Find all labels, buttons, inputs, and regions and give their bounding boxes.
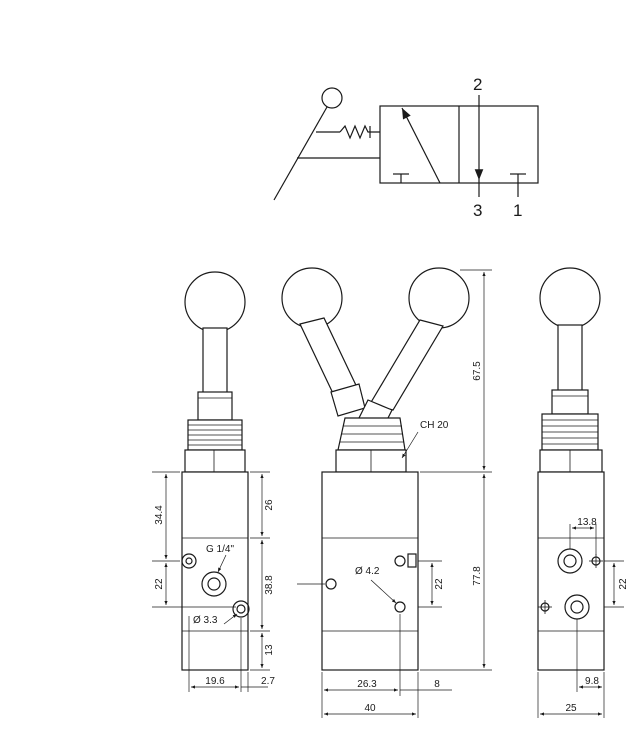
valve-body-middle <box>321 471 419 671</box>
lever-knob-middle-a <box>281 267 343 329</box>
lever-stem-right <box>557 324 583 396</box>
thread-label: G 1/4" <box>206 544 234 555</box>
lever-knob-right <box>539 267 601 329</box>
valve-body-right <box>537 471 605 671</box>
lever-knob-middle-b <box>408 267 470 329</box>
dim-77-8: 77.8 <box>472 566 483 586</box>
dim-26-3: 26.3 <box>357 679 377 690</box>
dim-34-4: 34.4 <box>154 505 165 525</box>
ch20-label: CH 20 <box>420 420 449 431</box>
pneumatic-symbol: 2 3 1 <box>273 75 539 220</box>
hole-3-3-label: Ø 3.3 <box>193 615 218 626</box>
port-3-label: 3 <box>473 201 482 220</box>
hole-4-2-label: Ø 4.2 <box>355 566 380 577</box>
dim-25: 25 <box>565 703 577 714</box>
port-1-label: 1 <box>513 201 522 220</box>
port-g14-left <box>201 571 227 597</box>
lever-line-symbol <box>273 106 328 201</box>
dim-22-right: 22 <box>618 578 629 590</box>
hex-nut-left <box>184 449 246 473</box>
valve-body-left <box>181 471 249 671</box>
dim-13-8: 13.8 <box>577 517 597 528</box>
dim-2-7: 2.7 <box>261 676 275 687</box>
dim-38-8: 38.8 <box>264 575 275 595</box>
dim-13: 13 <box>264 644 275 656</box>
port-2-label: 2 <box>473 75 482 94</box>
lever-knob-symbol <box>321 87 343 109</box>
dim-67-5: 67.5 <box>472 361 483 381</box>
hex-nut-right <box>539 449 603 473</box>
dim-26: 26 <box>264 499 275 511</box>
lever-knob-left <box>184 271 246 333</box>
right-view: 13.8 22 9.8 25 <box>537 267 629 718</box>
middle-view: Ø 4.2 22 CH 20 67.5 77.8 26.3 8 40 <box>281 267 492 718</box>
detent-spring-symbol <box>339 124 380 140</box>
lever-stem-middle-b <box>369 319 444 411</box>
dim-9-8: 9.8 <box>585 676 599 687</box>
dim-40: 40 <box>364 703 376 714</box>
dim-19-6: 19.6 <box>205 676 225 687</box>
dim-22-middle: 22 <box>434 578 445 590</box>
left-view: 34.4 22 26 38.8 13 19.6 2.7 G 1/4" Ø 3.3 <box>152 271 275 692</box>
lever-stem-left <box>202 327 228 399</box>
dim-22-left: 22 <box>154 578 165 590</box>
dim-8: 8 <box>434 679 440 690</box>
